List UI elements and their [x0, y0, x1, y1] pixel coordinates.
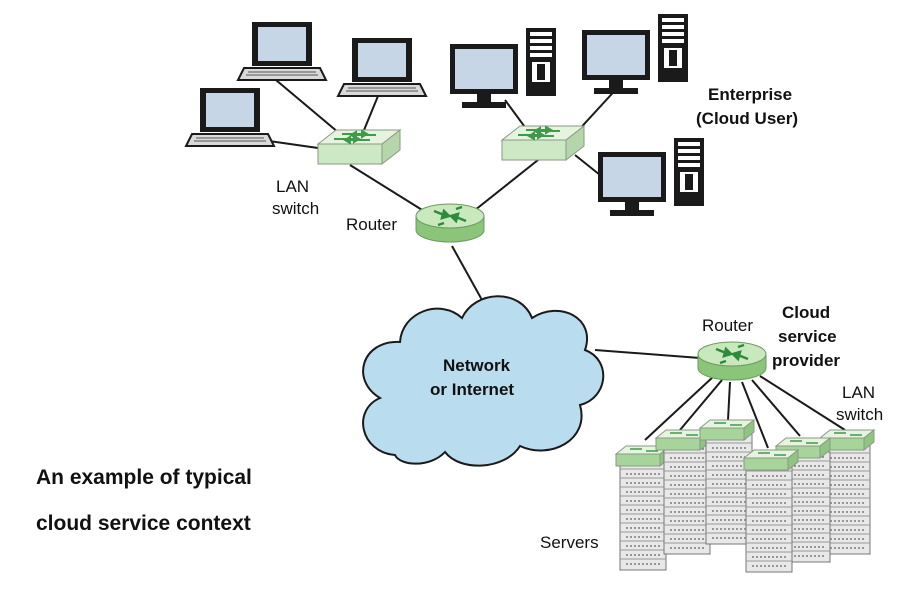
- server-rack-icon-2: [663, 443, 711, 555]
- tower-pc-icon-3: [674, 138, 704, 206]
- tower-pc-icon-2: [658, 14, 688, 82]
- lan-switch-icon-left: [317, 129, 401, 165]
- connection-lines: [261, 74, 846, 449]
- lan-switch-provider-label-line1: LAN: [842, 383, 875, 402]
- provider-label-line2: service: [778, 327, 837, 346]
- provider-label-line1: Cloud: [782, 303, 830, 322]
- enterprise-label-line2: (Cloud User): [696, 109, 798, 128]
- network-cloud-icon: [362, 295, 605, 467]
- server-rack-icon-6: [823, 443, 871, 555]
- server-rack-icon-4: [745, 461, 793, 573]
- caption-line1: An example of typical: [36, 466, 252, 489]
- router-label-enterprise: Router: [346, 215, 397, 234]
- cloud-label-line2: or Internet: [430, 380, 514, 399]
- lan-switch-label-line1: LAN: [276, 177, 309, 196]
- lan-switch-icon-right: [501, 125, 585, 161]
- tower-pc-icon-1: [526, 28, 556, 96]
- lan-switch-provider-label-line2: switch: [836, 405, 883, 424]
- laptop-icon-middle: [337, 37, 427, 97]
- laptop-icon-left: [185, 87, 275, 147]
- servers-label: Servers: [540, 533, 599, 552]
- server-switch-icon-4: [743, 449, 799, 471]
- lan-switch-label-line2: switch: [272, 199, 319, 218]
- server-rack-icon-1: [619, 459, 667, 571]
- router-icon-enterprise: [414, 202, 486, 244]
- server-rack-icon-3: [705, 433, 753, 545]
- provider-label-line3: provider: [772, 351, 840, 370]
- router-label-provider: Router: [702, 316, 753, 335]
- caption-line2: cloud service context: [36, 512, 251, 535]
- router-icon-provider: [696, 340, 768, 382]
- monitor-icon-2: [582, 30, 650, 94]
- cloud-label-line1: Network: [443, 356, 511, 375]
- enterprise-label-line1: Enterprise: [708, 85, 792, 104]
- server-switch-icon-3: [699, 419, 755, 441]
- laptop-icon-top: [237, 21, 327, 81]
- monitor-icon-1: [450, 44, 518, 108]
- monitor-icon-3: [598, 152, 666, 216]
